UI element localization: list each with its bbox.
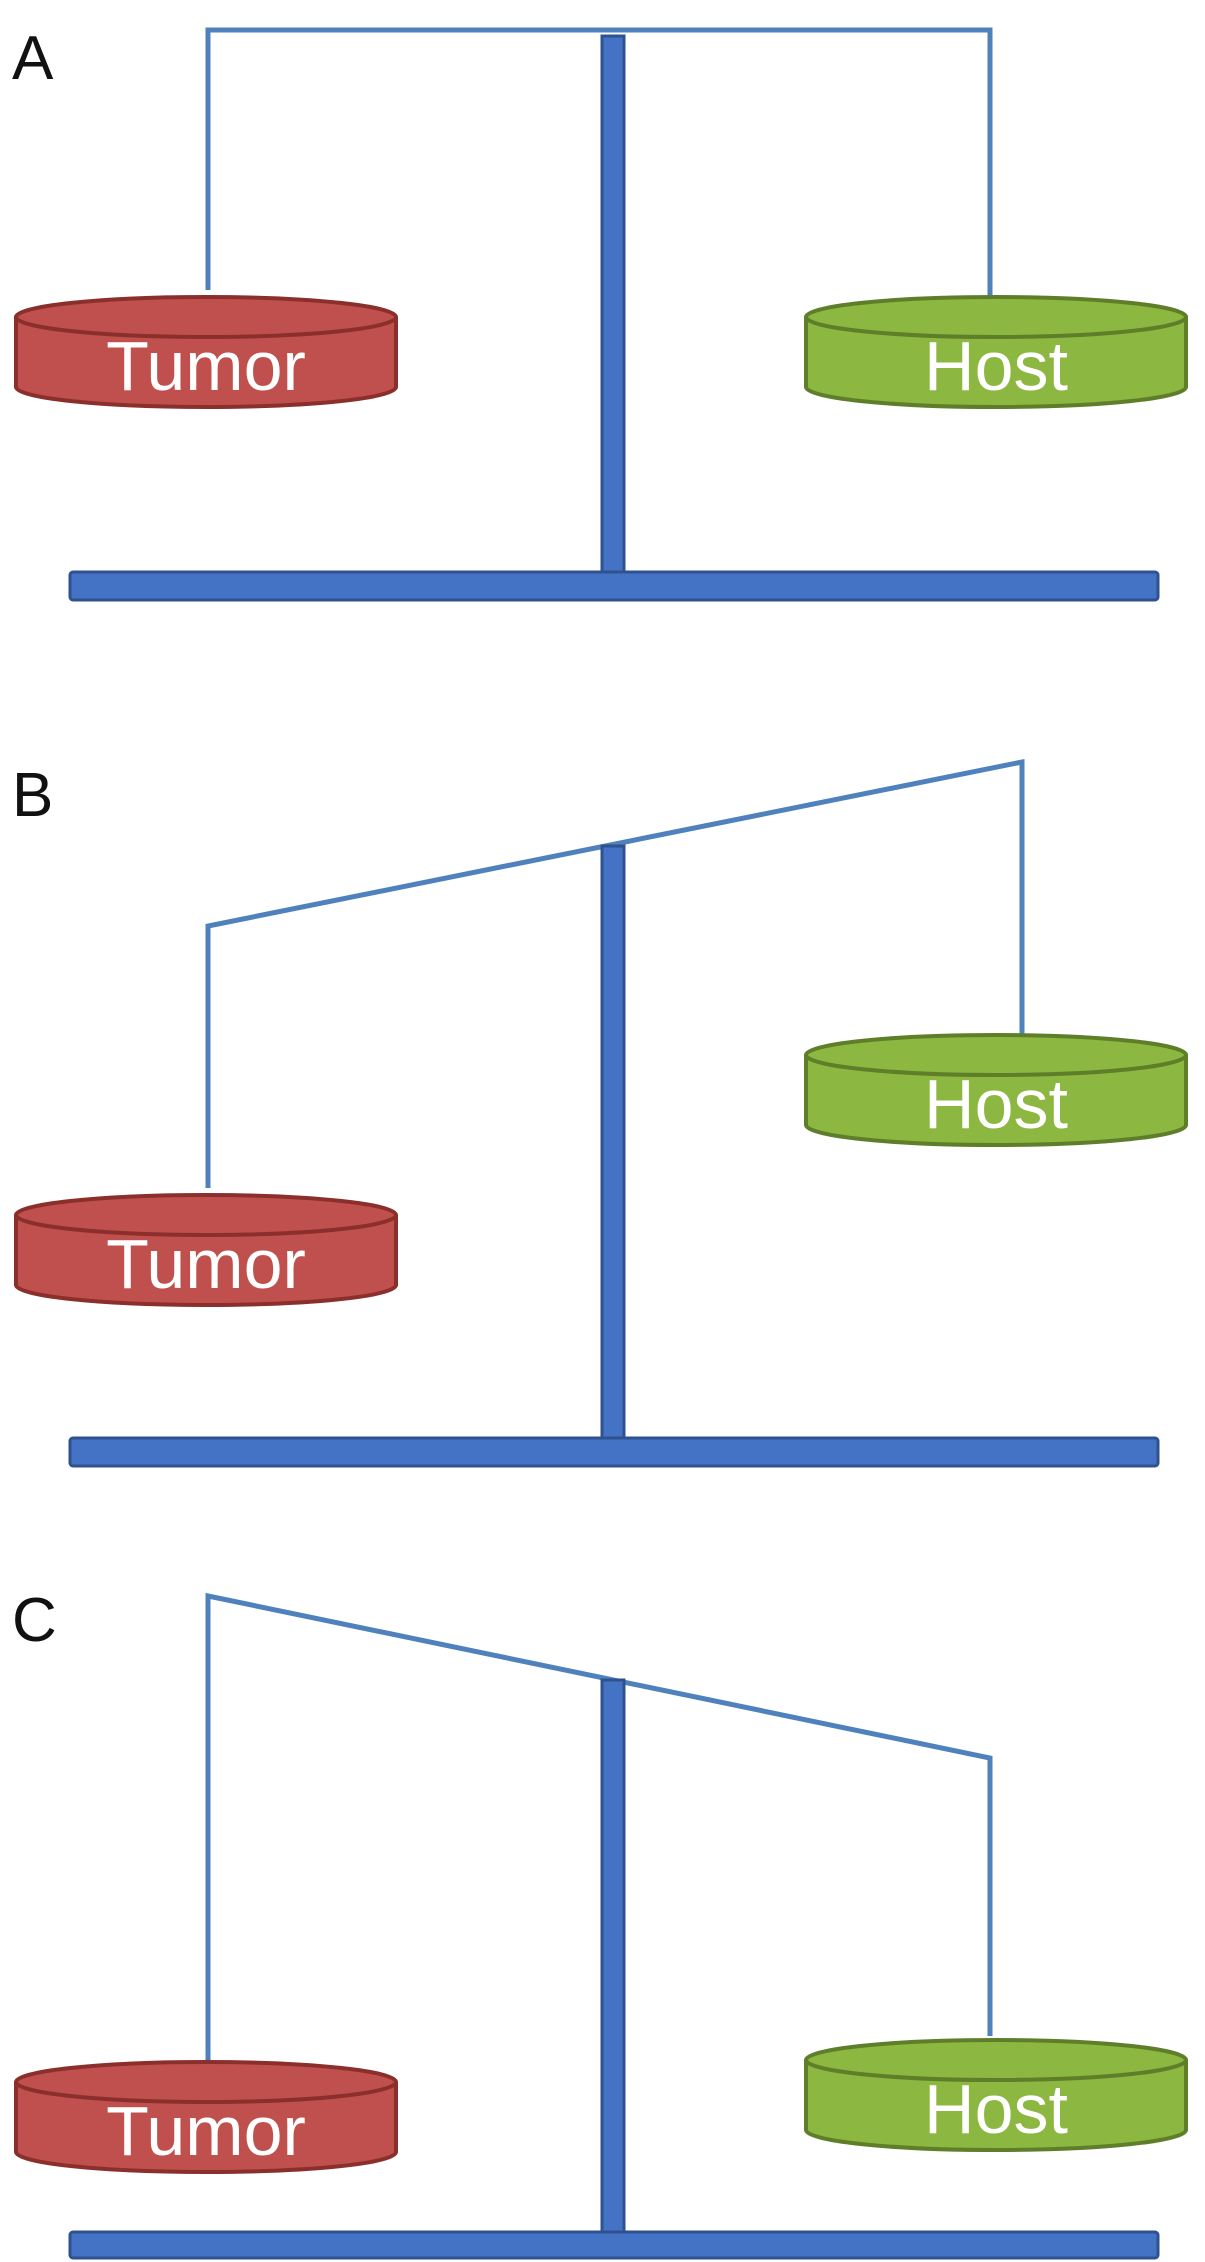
panel-c: C Tumor Host (0, 1560, 1205, 2260)
host-label-a: Host (924, 327, 1068, 405)
beam-c (205, 1592, 993, 2062)
host-pan-b: Host (804, 1033, 1188, 1147)
tumor-pan-b: Tumor (14, 1193, 398, 1307)
beam-a (205, 27, 993, 300)
stand-base-c (68, 2230, 1160, 2260)
panel-b: B Tumor Host (0, 740, 1205, 1468)
host-label-b: Host (924, 1065, 1068, 1143)
panel-letter-c: C (12, 1586, 57, 1655)
tumor-label-c: Tumor (106, 2092, 306, 2170)
panel-letter-a: A (12, 24, 54, 93)
tumor-label-a: Tumor (106, 327, 306, 405)
scale-a: Tumor Host (14, 27, 1188, 602)
tumor-pan-a: Tumor (14, 295, 398, 409)
panel-a: A Tumor Host (0, 0, 1205, 620)
scale-b: Tumor Host (14, 758, 1188, 1468)
beam-b (205, 758, 1025, 1188)
host-pan-a: Host (804, 295, 1188, 409)
tumor-label-b: Tumor (106, 1225, 306, 1303)
host-label-c: Host (924, 2070, 1068, 2148)
stand-post-c (600, 1678, 626, 2238)
scale-c: Tumor Host (14, 1592, 1188, 2260)
stand-base-a (68, 570, 1160, 602)
stand-post-b (600, 844, 626, 1444)
stand-post-a (600, 34, 626, 578)
host-pan-c: Host (804, 2038, 1188, 2152)
tumor-pan-c: Tumor (14, 2060, 398, 2174)
panel-letter-b: B (12, 761, 54, 830)
stand-base-b (68, 1436, 1160, 1468)
